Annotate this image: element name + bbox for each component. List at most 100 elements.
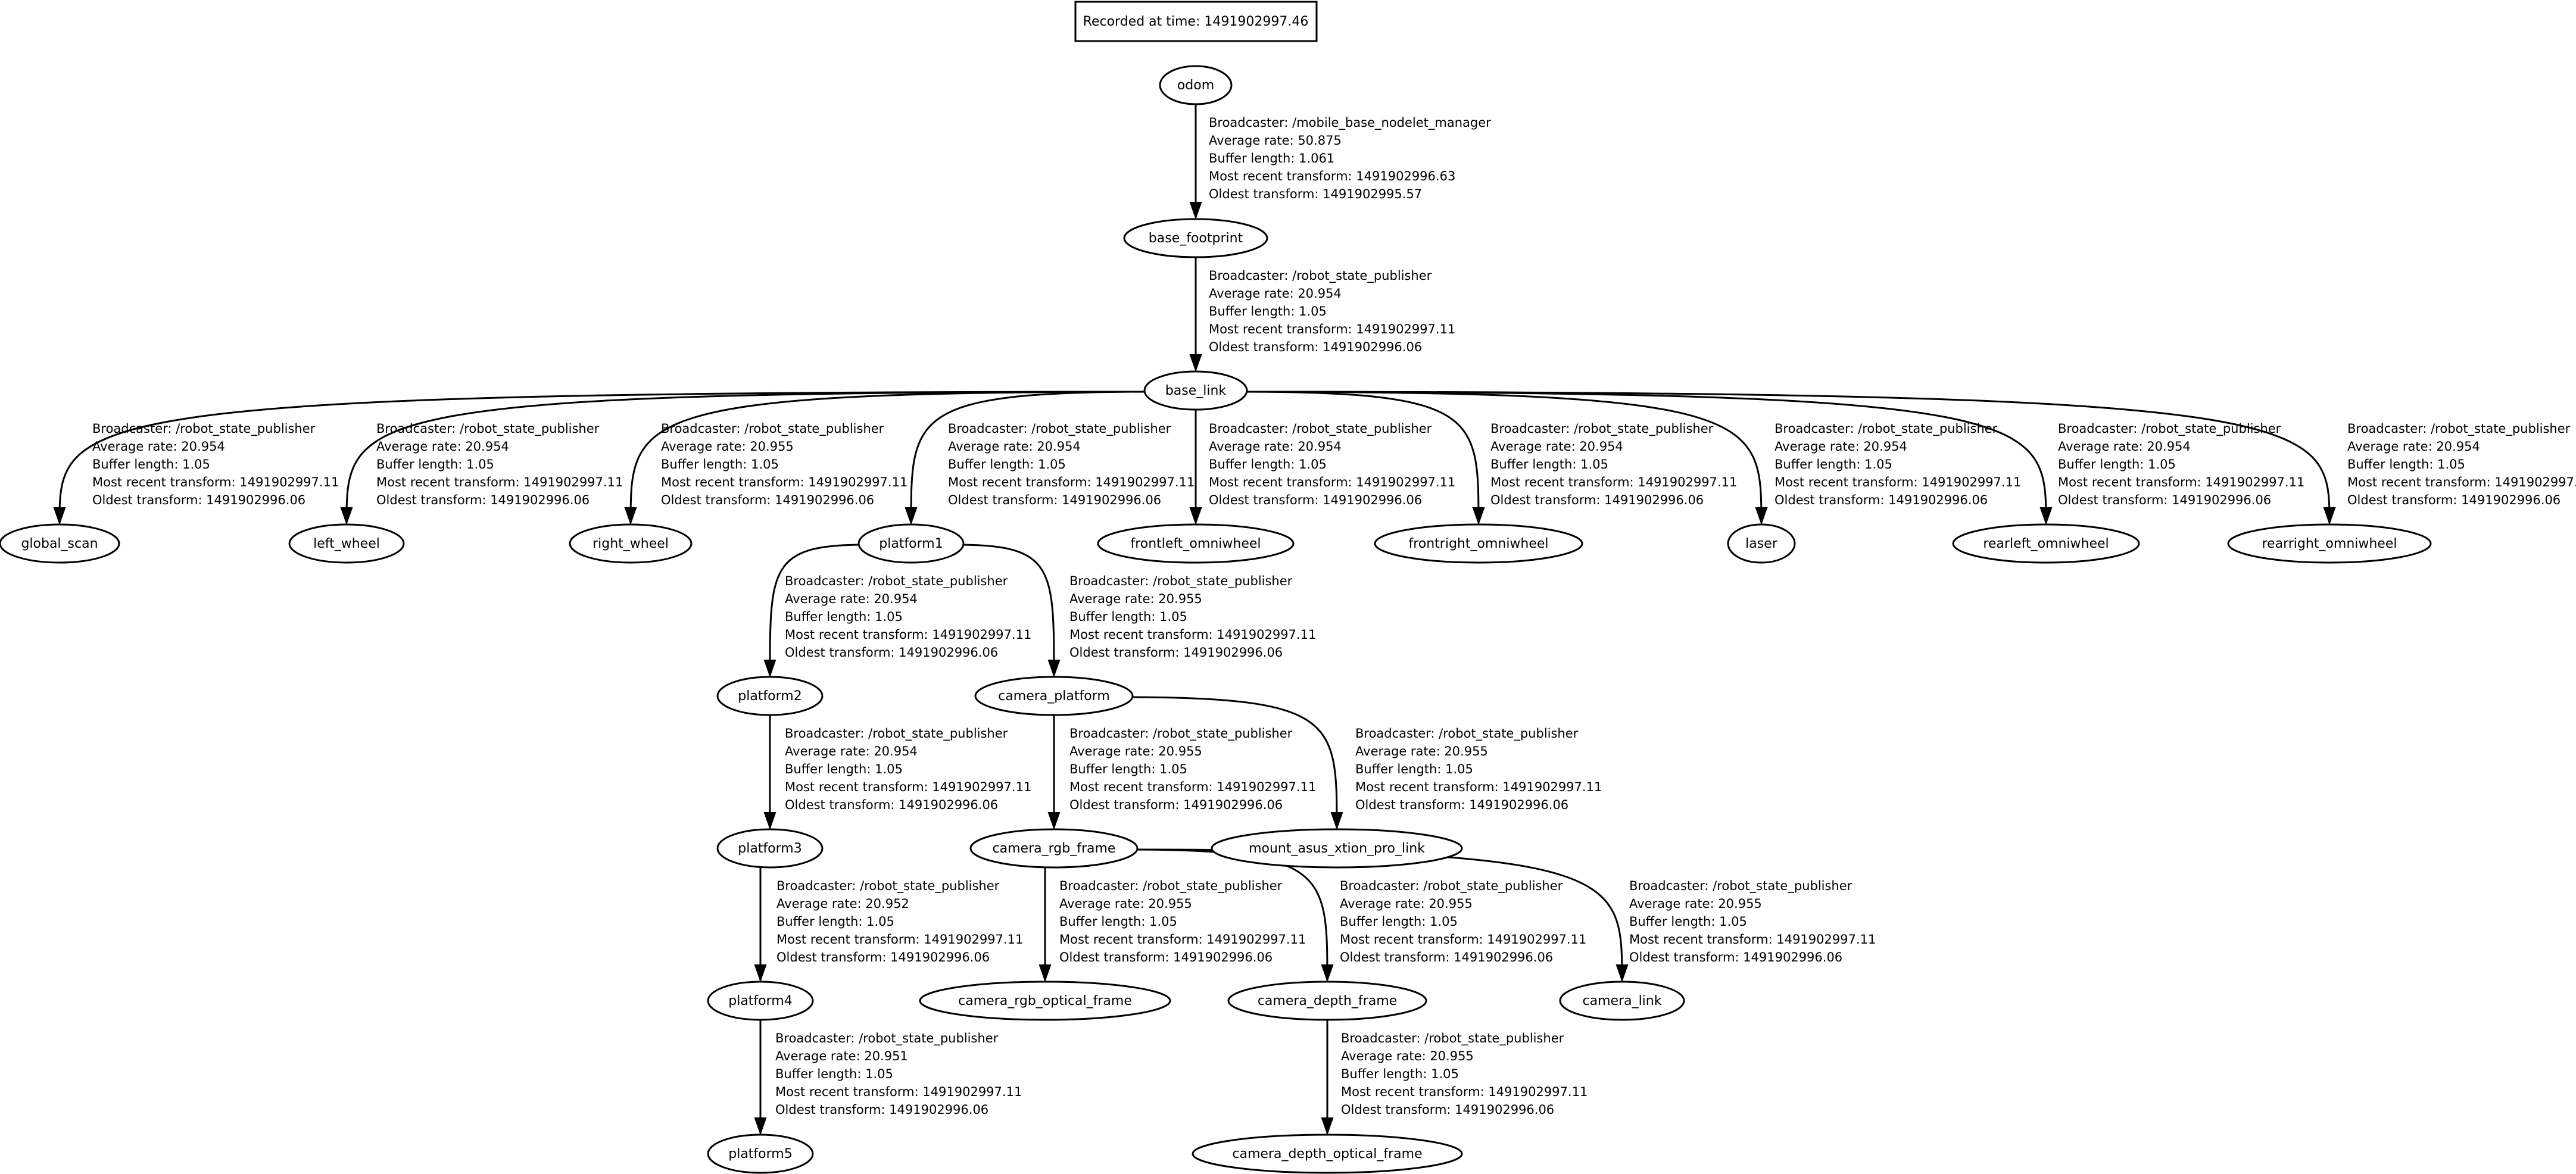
tf-frame-node-rearleft_omniwheel[interactable]: rearleft_omniwheel [1952,523,2140,564]
tf-edge-info-line: Most recent transform: 1491902997.11 [948,475,1195,489]
tf-edge-info-line: Most recent transform: 1491902997.11 [1209,475,1455,489]
tf-edge-info-line: Buffer length: 1.05 [1629,914,1747,929]
tf-frame-node-camera_depth_optical_frame[interactable]: camera_depth_optical_frame [1192,1134,1463,1174]
tf-edge-info-line: Most recent transform: 1491902996.63 [1209,169,1455,183]
tf-edge-info-line: Broadcaster: /robot_state_publisher [1629,879,1853,894]
tf-frame-label: rearright_omniwheel [2262,536,2397,551]
tf-edge-info-line: Broadcaster: /robot_state_publisher [1774,421,1998,436]
tf-edge-info-line: Most recent transform: 1491902997.11 [1069,780,1316,794]
tf-frame-node-platform4[interactable]: platform4 [707,981,814,1021]
tf-edge-info-line: Buffer length: 1.05 [1355,762,1473,776]
tf-frame-node-odom[interactable]: odom [1159,65,1233,105]
tf-edge-info-line: Oldest transform: 1491902996.06 [785,645,998,660]
tf-frame-label: base_link [1165,383,1227,398]
tf-frame-node-left_wheel[interactable]: left_wheel [288,523,405,564]
tf-edge-info-line: Broadcaster: /robot_state_publisher [1340,879,1563,894]
tf-edge-info-line: Average rate: 20.954 [1774,439,1907,454]
tf-frame-node-camera_link[interactable]: camera_link [1559,981,1685,1021]
tf-edge-info: Broadcaster: /mobile_base_nodelet_manage… [1209,115,1491,201]
tf-edge-info-line: Buffer length: 1.05 [92,457,210,472]
tf-frame-label: mount_asus_xtion_pro_link [1249,841,1425,856]
tf-edge-arrow [1128,848,1334,982]
tf-frame-node-frontright_omniwheel[interactable]: frontright_omniwheel [1374,523,1583,564]
tf-edge-info-line: Buffer length: 1.05 [376,457,494,472]
tf-edge-info-line: Oldest transform: 1491902996.06 [1629,950,1842,964]
tf-frame-label: camera_platform [998,689,1110,704]
tf-frame-node-camera_platform[interactable]: camera_platform [974,676,1134,716]
tf-edge-info-line: Oldest transform: 1491902996.06 [92,493,305,507]
tf-edge-info-line: Buffer length: 1.05 [785,762,903,776]
tf-frame-node-platform1[interactable]: platform1 [857,523,965,564]
tf-edge-info-line: Most recent transform: 1491902997.11 [1629,932,1876,947]
tf-frame-node-platform2[interactable]: platform2 [716,676,824,716]
tf-edge-info-line: Oldest transform: 1491902996.06 [661,493,874,507]
tf-frame-node-global_scan[interactable]: global_scan [0,523,120,564]
tf-frame-ellipse [716,828,824,869]
tf-frame-label: global_scan [21,536,98,551]
tf-frame-label: platform1 [879,536,943,551]
tf-edge-info-line: Oldest transform: 1491902996.06 [1774,493,1988,507]
tf-edge-odom-to-base_footprint: Broadcaster: /mobile_base_nodelet_manage… [1189,104,1491,220]
tf-edge-arrow [1242,391,2336,525]
tf-frame-node-right_wheel[interactable]: right_wheel [569,523,693,564]
tf-edge-info-line: Average rate: 20.955 [1340,897,1473,911]
tf-frame-node-platform3[interactable]: platform3 [716,828,824,869]
tf-edge-info-line: Broadcaster: /robot_state_publisher [1069,574,1293,589]
tf-edge-info-line: Buffer length: 1.05 [776,914,894,929]
tf-frame-ellipse [969,828,1139,869]
tf-edge-info-line: Oldest transform: 1491902996.06 [1340,950,1553,964]
tf-edge-info-line: Oldest transform: 1491902996.06 [1059,950,1273,964]
tf-frame-node-rearright_omniwheel[interactable]: rearright_omniwheel [2227,523,2432,564]
tf-frame-label: left_wheel [313,536,380,551]
tf-frame-node-mount_asus_xtion_pro_link[interactable]: mount_asus_xtion_pro_link [1211,828,1463,869]
tf-edge-info-line: Broadcaster: /robot_state_publisher [92,421,316,436]
tf-edge-info-line: Average rate: 20.952 [776,897,909,911]
tf-edge-arrow [53,391,1150,525]
tf-frame-label: platform4 [728,994,792,1008]
tf-frame-label: camera_rgb_optical_frame [958,994,1132,1008]
tf-edge-info-line: Broadcaster: /robot_state_publisher [1209,268,1432,283]
tf-edge-info-line: Broadcaster: /robot_state_publisher [2347,421,2571,436]
tf-frame-ellipse [1559,981,1685,1021]
tf-frame-ellipse [1159,65,1233,105]
tf-edge-info-line: Buffer length: 1.061 [1209,151,1334,166]
tf-frame-node-laser[interactable]: laser [1727,523,1796,564]
tf-frame-label: camera_depth_optical_frame [1232,1147,1422,1161]
tf-edge-info-line: Average rate: 20.954 [1490,439,1623,454]
tf-frame-node-base_footprint[interactable]: base_footprint [1123,218,1268,258]
tf-frame-node-base_link[interactable]: base_link [1143,370,1248,411]
tf-frame-node-platform5[interactable]: platform5 [707,1134,814,1174]
tf-frame-node-camera_depth_frame[interactable]: camera_depth_frame [1227,981,1427,1021]
tf-edge-arrow [763,544,864,677]
tf-edge-info-line: Average rate: 20.955 [1069,592,1202,606]
tf-edge-info-line: Oldest transform: 1491902995.57 [1209,187,1422,201]
tf-edge-info-line: Buffer length: 1.05 [1209,304,1327,319]
tf-edge-info-line: Oldest transform: 1491902996.06 [948,493,1161,507]
tf-frame-node-frontleft_omniwheel[interactable]: frontleft_omniwheel [1097,523,1295,564]
tf-edge-info-line: Oldest transform: 1491902996.06 [1341,1103,1554,1117]
tf-frame-label: camera_rgb_frame [993,841,1116,856]
tf-frame-node-camera_rgb_optical_frame[interactable]: camera_rgb_optical_frame [919,981,1171,1021]
tf-edge-arrow [340,391,1150,525]
tf-frame-node-camera_rgb_frame[interactable]: camera_rgb_frame [969,828,1139,869]
tf-frame-label: base_footprint [1149,231,1243,246]
